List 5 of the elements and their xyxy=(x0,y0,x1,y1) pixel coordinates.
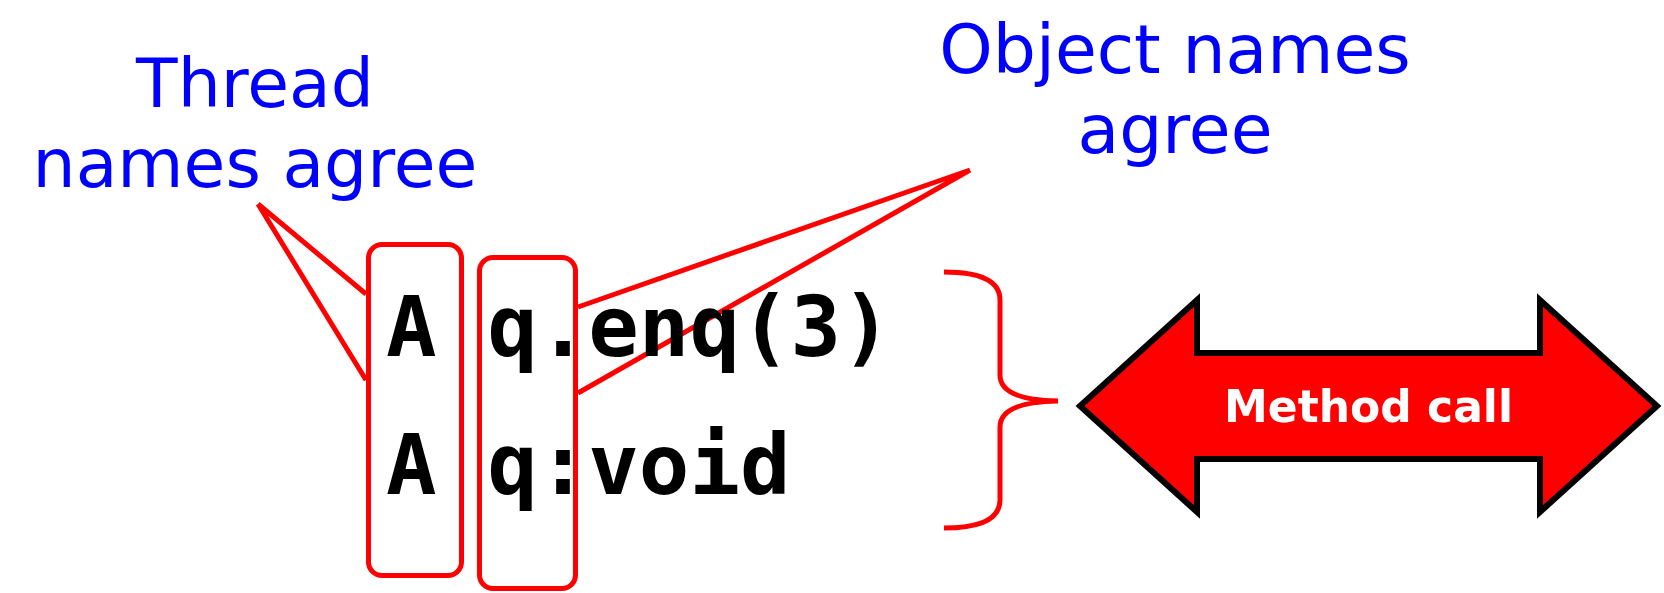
highlight-box xyxy=(366,242,464,578)
callout-text: Object names agree xyxy=(895,10,1455,170)
callout-wedge xyxy=(255,201,369,383)
callout-text: Thread names agree xyxy=(20,44,490,204)
arrow-label: Method call xyxy=(1223,379,1514,434)
